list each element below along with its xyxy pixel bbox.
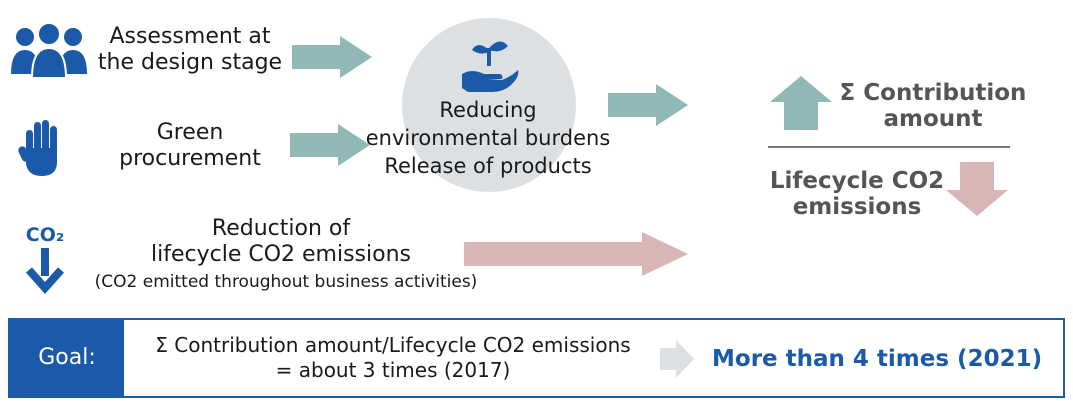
co2-reduction-label: Reduction of lifecycle CO2 emissions xyxy=(150,216,411,267)
arrow-procurement-to-center xyxy=(290,124,372,166)
goal-chevron-icon xyxy=(660,340,696,378)
co2-reduction-note: (CO2 emitted throughout business activit… xyxy=(94,272,478,292)
goal-result: More than 4 times (2021) xyxy=(712,346,1043,372)
hand-icon xyxy=(18,118,64,178)
green-procurement-label: Green procurement xyxy=(119,120,261,171)
arrow-design-to-center xyxy=(292,36,374,78)
design-stage-label: Assessment at the design stage xyxy=(97,24,283,75)
co2-down-icon: CO₂ xyxy=(14,224,76,295)
plant-in-hand-icon xyxy=(458,38,520,94)
ratio-divider xyxy=(768,146,1010,148)
center-circle xyxy=(402,18,576,192)
center-label: Reducing environmental burdens Release o… xyxy=(365,98,611,178)
up-arrow-icon xyxy=(770,76,832,130)
goal-text: Σ Contribution amount/Lifecycle CO2 emis… xyxy=(155,333,631,382)
contribution-amount-label: Σ Contribution amount xyxy=(839,80,1027,132)
arrow-center-to-ratio xyxy=(608,84,690,126)
goal-label: Goal: xyxy=(10,320,124,396)
down-arrow-icon xyxy=(946,162,1008,216)
arrow-co2-to-ratio xyxy=(464,232,690,276)
lifecycle-emissions-label: Lifecycle CO2 emissions xyxy=(769,168,945,220)
co2-badge: CO₂ xyxy=(25,224,65,246)
goal-bar xyxy=(8,318,1065,398)
people-group-icon xyxy=(8,22,90,80)
